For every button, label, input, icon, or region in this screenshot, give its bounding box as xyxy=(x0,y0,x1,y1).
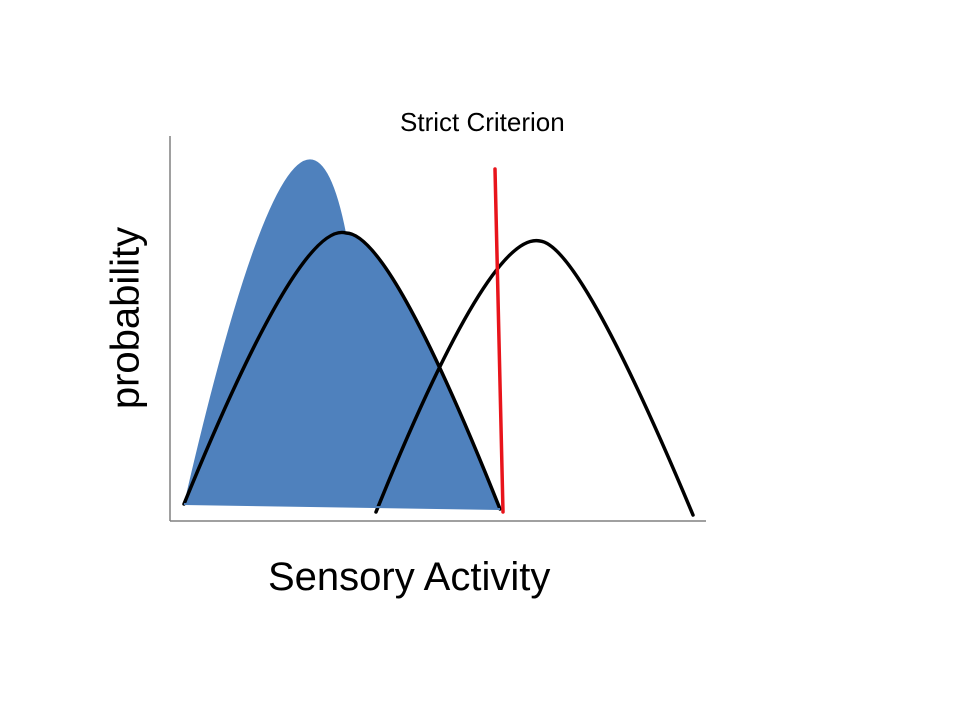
noise-distribution-fill xyxy=(184,159,500,509)
x-axis-label: Sensory Activity xyxy=(268,555,551,599)
criterion-line xyxy=(493,167,505,514)
signal-distribution-curve xyxy=(374,238,695,517)
criterion-label: Strict Criterion xyxy=(400,107,565,137)
noise-distribution-curve xyxy=(182,230,502,511)
noise-baseline xyxy=(183,503,501,510)
y-axis-label: probability xyxy=(103,226,148,410)
